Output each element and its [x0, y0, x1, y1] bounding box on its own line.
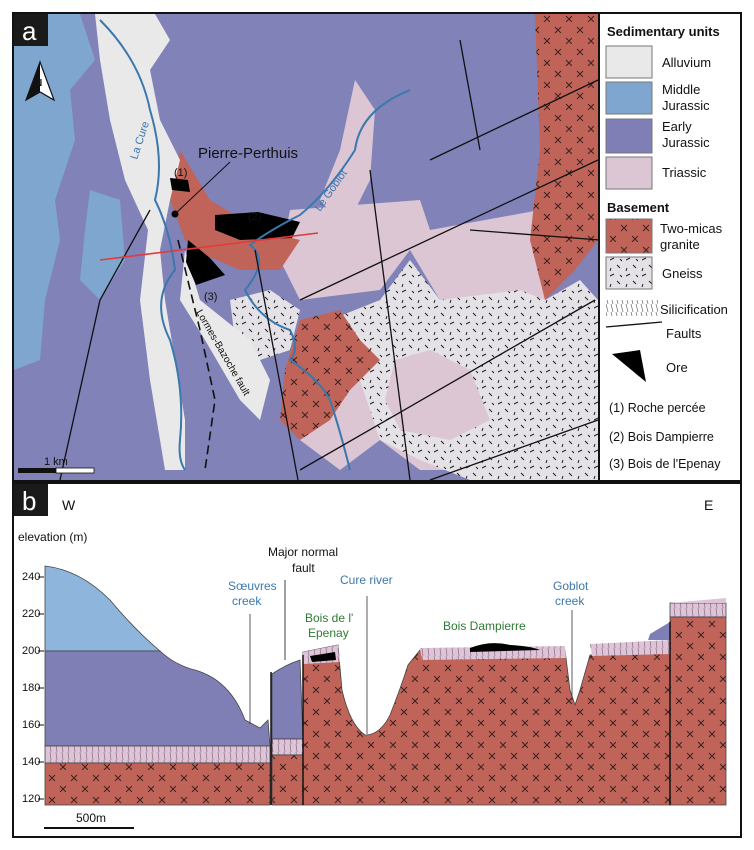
legend-site-1: (1) Roche percée [609, 401, 706, 415]
river-le-goblot [243, 89, 411, 471]
ore-body-bois-dampierre [215, 212, 300, 240]
cross-section-line [99, 232, 319, 261]
elevation-axis-label: elevation (m) [18, 530, 87, 544]
legend-basement-title: Basement [607, 200, 670, 215]
legend-early-jurassic-1: Early [662, 119, 692, 134]
panel-a-letter-box [14, 14, 48, 46]
unit-triassic [280, 200, 545, 320]
legend-swatch-alluvium [605, 45, 653, 79]
cure-label: Cure river [340, 573, 393, 587]
legend-ore: Ore [666, 360, 688, 375]
section-west-early-jurassic [44, 650, 271, 747]
section-east-triassic-top [669, 602, 727, 618]
west-label: W [62, 497, 76, 513]
legend-swatch-middle-jurassic [605, 81, 653, 115]
section-central-granite [302, 644, 671, 806]
fault-label-1: Major normal [268, 545, 338, 559]
unit-middle-jurassic [14, 14, 95, 370]
river-la-cure [99, 19, 186, 471]
legend-swatch-gneiss [605, 256, 653, 290]
goblot-label-2: creek [555, 594, 585, 608]
lormes-bazoche-fault [177, 239, 216, 471]
legend-swatch-granite [605, 218, 653, 254]
legend-swatch-triassic [605, 156, 653, 190]
unit-granite [530, 14, 598, 300]
legend: Sedimentary units Alluvium Middle Jurass… [598, 12, 742, 482]
section-east-slope [670, 598, 726, 603]
east-label: E [704, 497, 713, 513]
map-scale-bar-light [55, 467, 95, 474]
section-graben-triassic [271, 738, 304, 756]
north-arrow-icon: N [24, 60, 56, 102]
section-east-granite [669, 616, 727, 806]
y-tick-160: 160 [22, 719, 40, 731]
section-west-granite [44, 762, 271, 806]
panel-a-letter: a [22, 16, 37, 46]
legend-granite-2: granite [660, 237, 700, 252]
site-1-label: (1) [174, 167, 187, 179]
panel-a-map: a N Pierre-Perthuis La Cure Le Goblot Lo… [12, 12, 601, 482]
site-3-label: (3) [204, 291, 217, 303]
ore-bois-dampierre-section [470, 643, 540, 652]
section-scale-label: 500m [76, 811, 106, 825]
y-tick-220: 220 [22, 608, 40, 620]
legend-triassic: Triassic [662, 165, 707, 180]
unit-granite [280, 310, 380, 440]
site-2-label: (2) [248, 211, 261, 223]
legend-ore-swatch [612, 350, 646, 382]
soeuvres-label-2: creek [232, 594, 262, 608]
epenay-label-1: Bois de l' [305, 611, 353, 625]
fault-lines [59, 39, 601, 481]
legend-faults: Faults [666, 326, 702, 341]
legend-fault-line [605, 321, 663, 328]
legend-swatch-early-jurassic [605, 118, 653, 154]
dampierre-label: Bois Dampierre [443, 619, 526, 633]
panel-b-section: b W E elevation (m) 240 220 200 180 160 … [12, 482, 742, 838]
ore-body-bois-epenay [186, 240, 225, 285]
legend-gneiss: Gneiss [662, 266, 703, 281]
goblot-label-1: Goblot [553, 579, 589, 593]
legend-middle-jurassic-2: Jurassic [662, 98, 710, 113]
epenay-label-2: Epenay [308, 626, 349, 640]
fault-label-2: fault [292, 561, 315, 575]
legend-sed-title: Sedimentary units [607, 24, 720, 39]
ore-body-roche-percee [170, 178, 190, 192]
unit-triassic [320, 80, 375, 230]
legend-silicification: Silicification [660, 302, 728, 317]
unit-alluvium [95, 14, 185, 470]
y-tick-180: 180 [22, 682, 40, 694]
section-east-triassic [590, 640, 670, 656]
north-label: N [35, 78, 42, 89]
y-tick-240: 240 [22, 571, 40, 583]
legend-site-3: (3) Bois de l'Epenay [609, 457, 721, 471]
town-label: Pierre-Perthuis [198, 145, 298, 162]
y-tick-200: 200 [22, 645, 40, 657]
section-west-middle-jurassic [44, 565, 162, 652]
legend-site-2: (2) Bois Dampierre [609, 430, 714, 444]
y-tick-140: 140 [22, 756, 40, 768]
legend-alluvium: Alluvium [662, 55, 711, 70]
legend-granite-1: Two-micas [660, 221, 723, 236]
unit-alluvium [180, 250, 270, 420]
legend-early-jurassic-2: Jurassic [662, 135, 710, 150]
section-graben-granite [271, 754, 304, 806]
unit-triassic-inlier [385, 350, 490, 440]
y-tick-120: 120 [22, 793, 40, 805]
section-east-early-jurassic [648, 622, 670, 640]
panel-b-letter-box [14, 484, 48, 516]
map-scale-label: 1 km [44, 456, 68, 468]
ore-bois-epenay-section [310, 652, 336, 662]
soeuvres-label-1: Sœuvres [228, 579, 277, 593]
panel-b-letter: b [22, 486, 36, 516]
unit-middle-jurassic [80, 190, 125, 300]
section-graben-early-jurassic [271, 659, 304, 740]
y-axis: 240 220 200 180 160 140 120 [22, 571, 44, 805]
legend-swatch-silicification [606, 300, 658, 316]
legend-middle-jurassic-1: Middle [662, 82, 700, 97]
map-scale-bar-dark [18, 468, 56, 473]
section-west-triassic [44, 745, 271, 764]
town-leader [174, 161, 231, 215]
